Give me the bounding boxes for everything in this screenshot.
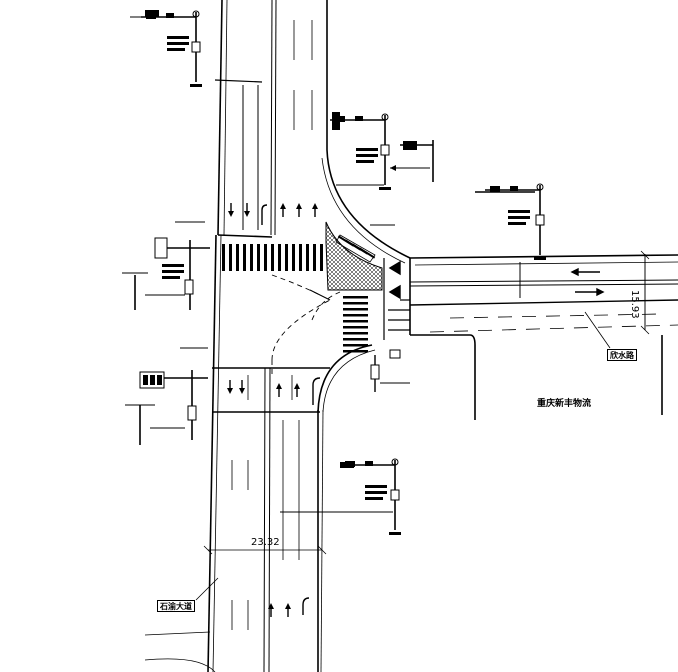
company-label: 重庆新丰物流: [537, 399, 592, 409]
corner-island: [325, 221, 383, 291]
road-label-east: 欣水路: [607, 349, 637, 361]
signal-pole-w-2: [125, 370, 208, 445]
north-crosswalk: [222, 244, 323, 271]
north-lane-arrows: [227, 202, 319, 225]
signal-pole-se: [280, 458, 402, 536]
dim-line-south: [195, 545, 327, 601]
east-road-dashed: [429, 313, 678, 333]
signal-pole-nw: [130, 10, 203, 88]
signal-pole-w-1: [122, 237, 210, 310]
south-road: [144, 234, 376, 672]
north-road: [214, 0, 411, 264]
signal-pole-e: [484, 183, 547, 261]
east-stop-area: [383, 258, 410, 340]
signal-misc: [175, 191, 535, 392]
road-label-west: 石渝大道: [157, 600, 195, 612]
south-lane-arrows: [226, 377, 321, 618]
dimension-south: 23.32: [251, 537, 280, 548]
east-crosswalk: [343, 296, 368, 353]
signal-pole-ne-1: [329, 112, 392, 191]
east-lane-arrows: [388, 260, 605, 300]
dim-line-east: [584, 250, 650, 349]
dimension-east: 15.93: [629, 290, 640, 319]
signal-pole-ne-2: [390, 140, 434, 182]
